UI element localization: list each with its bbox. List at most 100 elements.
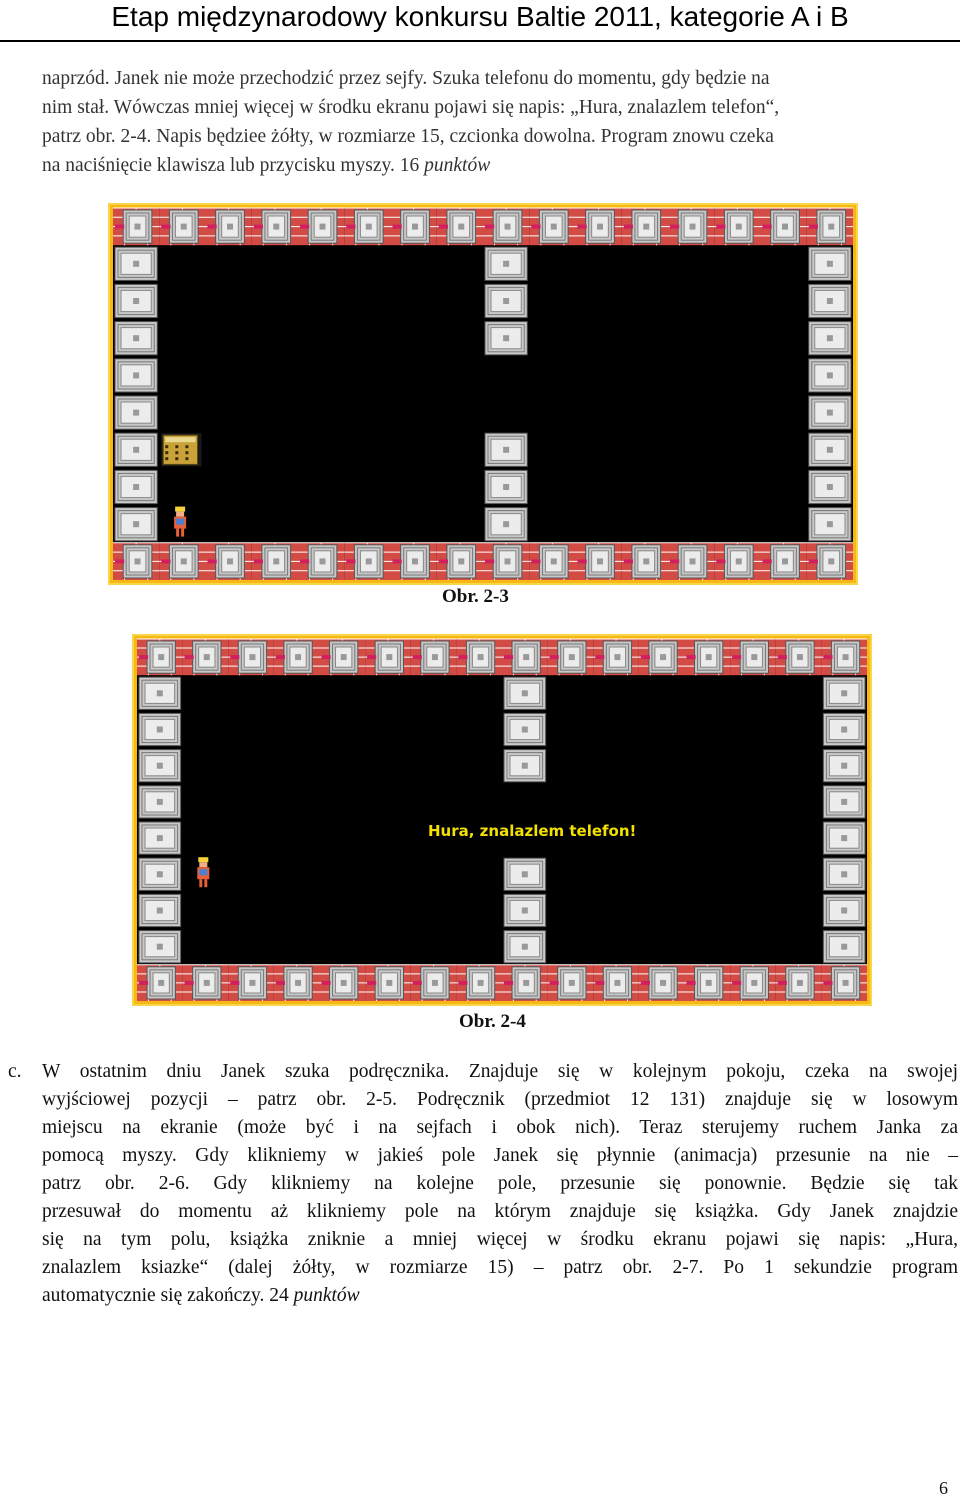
safe-icon — [182, 964, 229, 1001]
safe-icon — [822, 785, 866, 819]
safe-icon — [503, 930, 547, 964]
safe-icon — [760, 207, 807, 246]
floor — [137, 639, 867, 1001]
safe-icon — [668, 542, 715, 580]
safe-icon — [547, 638, 594, 676]
safe-icon — [273, 964, 320, 1001]
figure-caption: Obr. 2-3 — [442, 586, 509, 607]
safe-icon — [821, 638, 867, 676]
safe-icon — [775, 964, 822, 1001]
safe-icon — [822, 821, 866, 855]
safe-icon — [114, 358, 158, 393]
intro-line: nim stał. Wówczas mniej więcej w środku … — [42, 97, 780, 118]
safe-icon — [621, 207, 668, 246]
paragraph-line: patrz obr. 2-6. Gdy klikniemy na kolejne… — [42, 1173, 958, 1194]
safe-icon — [484, 321, 528, 356]
safe-icon — [621, 542, 668, 580]
safe-icon — [822, 857, 866, 891]
safe-icon — [138, 712, 182, 747]
safe-icon — [714, 207, 761, 246]
safe-icon — [114, 321, 158, 356]
safe-icon — [668, 207, 715, 246]
safe-icon — [365, 638, 411, 676]
safe-icon — [503, 749, 547, 783]
safe-icon — [808, 321, 852, 356]
paragraph-line: W ostatnim dniu Janek szuka podręcznika.… — [42, 1061, 958, 1082]
section-c-paragraph: c. W ostatnim dniu Janek szuka podręczni… — [8, 1058, 958, 1310]
game-board — [113, 207, 853, 580]
safe-icon — [593, 964, 639, 1001]
figure-caption: Obr. 2-4 — [459, 1011, 526, 1032]
game-message: Hura, znalazlem telefon! — [428, 822, 637, 840]
safe-icon — [205, 207, 252, 246]
safe-icon — [137, 964, 183, 1001]
safe-icon — [228, 638, 274, 676]
safe-icon — [114, 246, 158, 281]
safe-icon — [808, 395, 852, 430]
safe-icon — [344, 207, 391, 246]
safe-icon — [503, 676, 547, 710]
game-board — [137, 638, 867, 1001]
safe-icon — [483, 542, 530, 580]
header-title: Etap międzynarodowy konkursu Baltie 2011… — [111, 1, 849, 32]
safe-icon — [808, 469, 852, 505]
safe-icon — [822, 712, 866, 747]
intro-paragraph: naprzód. Janek nie może przechodzić prze… — [42, 64, 958, 180]
safe-icon — [484, 283, 528, 319]
safe-icon — [138, 785, 182, 819]
paragraph-line: się na tym polu, książka zniknie a mniej… — [42, 1229, 958, 1250]
paragraph-line: miejscu na ekranie (może być i na sejfac… — [42, 1117, 958, 1138]
points-word: punktów — [293, 1285, 360, 1306]
safe-icon — [502, 638, 548, 676]
paragraph-line: automatycznie się zakończy. 24 punktów — [42, 1282, 958, 1310]
safe-icon — [808, 283, 852, 319]
safe-icon — [113, 207, 160, 246]
safe-icon — [114, 395, 158, 430]
points-word: punktów — [424, 155, 491, 176]
safe-icon — [182, 638, 229, 676]
intro-line-text: na naciśnięcie klawisza lub przycisku my… — [42, 155, 395, 176]
safe-icon — [410, 638, 457, 676]
safe-icon — [529, 542, 576, 580]
safe-icon — [684, 638, 731, 676]
safe-icon — [228, 964, 274, 1001]
safe-icon — [806, 207, 853, 246]
safe-icon — [390, 207, 437, 246]
safe-icon — [113, 542, 160, 580]
safe-icon — [638, 638, 685, 676]
safe-icon — [484, 246, 528, 281]
safe-icon — [319, 964, 366, 1001]
safe-icon — [484, 469, 528, 505]
page-header: Etap międzynarodowy konkursu Baltie 2011… — [0, 0, 960, 42]
safe-icon — [114, 432, 158, 467]
safe-icon — [484, 507, 528, 542]
intro-line: patrz obr. 2-4. Napis będziee żółty, w r… — [42, 126, 774, 147]
safe-icon — [503, 857, 547, 891]
safe-icon — [114, 283, 158, 319]
safe-icon — [436, 207, 483, 246]
safe-icon — [205, 542, 252, 580]
intro-line: na naciśnięcie klawisza lub przycisku my… — [42, 151, 958, 180]
safe-icon — [808, 507, 852, 542]
safe-icon — [503, 893, 547, 928]
last-line-text: automatycznie się zakończy. — [42, 1285, 265, 1306]
safe-icon — [456, 638, 502, 676]
safe-icon — [822, 676, 866, 710]
safe-icon — [138, 749, 182, 783]
safe-icon — [502, 964, 548, 1001]
paragraph-line: znalazlem ksiazke“ (dalej żółty, w rozmi… — [42, 1257, 958, 1278]
page-number: 6 — [939, 1478, 948, 1498]
paragraph-line: przesuwał do momentu aż klikniemy pole n… — [42, 1201, 958, 1222]
phone-icon — [161, 433, 202, 467]
safe-icon — [159, 207, 206, 246]
game-screenshot-2-4: Hura, znalazlem telefon! — [132, 634, 872, 1006]
safe-icon — [638, 964, 685, 1001]
safe-icon — [483, 207, 530, 246]
safe-icon — [298, 542, 345, 580]
paragraph-line: wyjściowej pozycji – patrz obr. 2-5. Pod… — [42, 1089, 958, 1110]
safe-icon — [575, 542, 622, 580]
points-number: 24 — [269, 1285, 289, 1306]
paragraph-line: pomocą myszy. Gdy klikniemy w jakieś pol… — [42, 1145, 958, 1166]
safe-icon — [344, 542, 391, 580]
game-screenshot-2-3 — [108, 203, 858, 585]
